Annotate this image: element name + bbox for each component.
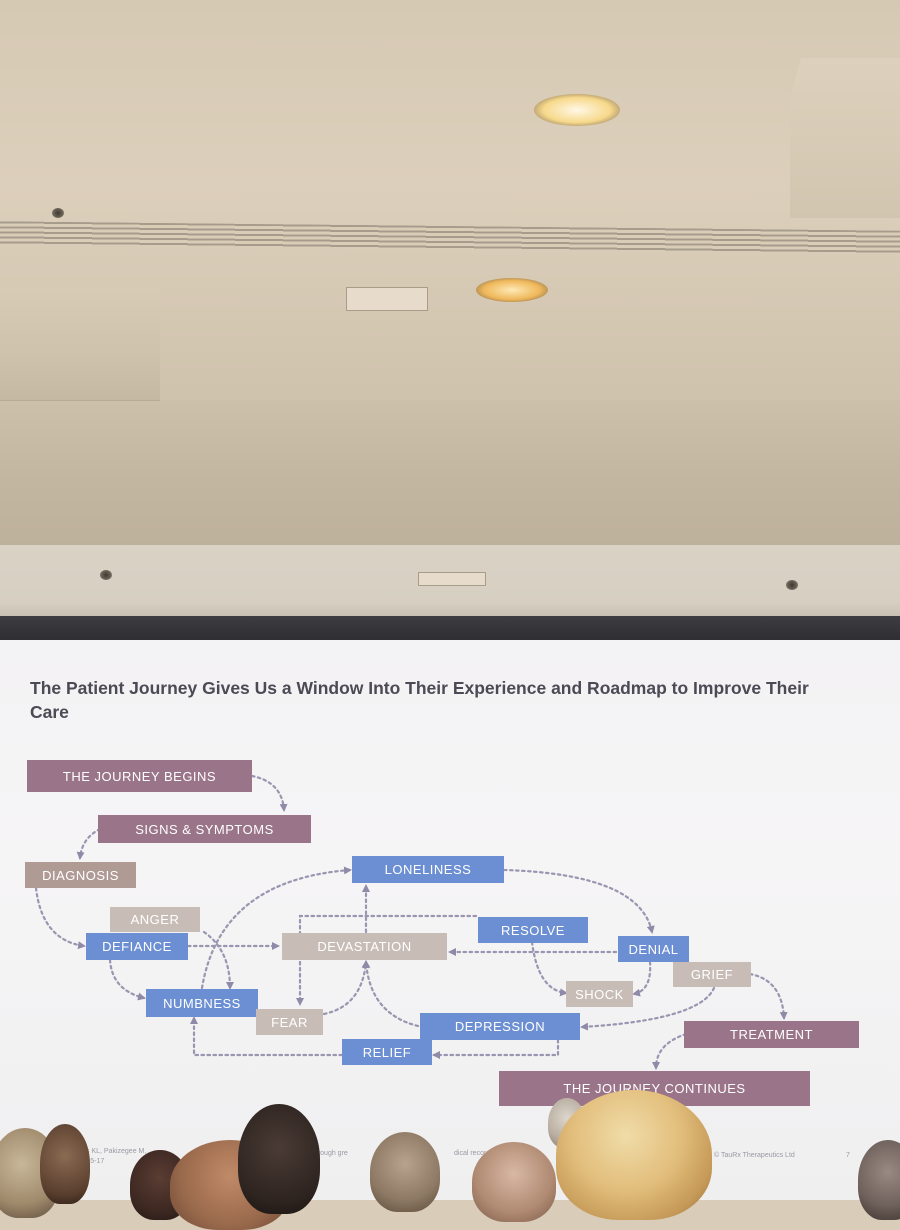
ceiling-panel bbox=[418, 572, 486, 586]
node-journey-begins: THE JOURNEY BEGINS bbox=[27, 760, 252, 792]
node-relief: RELIEF bbox=[342, 1039, 432, 1065]
sprinkler-icon bbox=[100, 570, 112, 580]
wall-band bbox=[0, 400, 900, 560]
node-anger: ANGER bbox=[110, 907, 200, 932]
arrow-signs-to-diagnosis bbox=[76, 827, 102, 860]
arrow-loneliness-to-denial bbox=[502, 868, 655, 934]
node-grief: GRIEF bbox=[673, 962, 751, 987]
node-treatment: TREATMENT bbox=[684, 1021, 859, 1048]
footnote-copyright: © TauRx Therapeutics Ltd bbox=[714, 1152, 795, 1159]
node-shock: SHOCK bbox=[566, 981, 633, 1007]
ceiling-light bbox=[534, 94, 620, 126]
projector-screen-bar bbox=[0, 545, 900, 627]
diagram-connectors bbox=[34, 774, 788, 1070]
sprinkler-icon bbox=[52, 208, 64, 218]
node-numbness: NUMBNESS bbox=[146, 989, 258, 1017]
arrow-fear-to-devastation bbox=[322, 960, 370, 1016]
ceiling-light bbox=[476, 278, 548, 302]
audience-head bbox=[238, 1104, 320, 1214]
arrow-resolve-to-shock bbox=[530, 940, 568, 997]
arrow-resolve-to-fear bbox=[296, 914, 478, 1006]
arrow-denial-to-shock bbox=[632, 960, 652, 997]
slide-page-number: 7 bbox=[846, 1152, 850, 1159]
ceiling-panel bbox=[346, 287, 428, 311]
arrow-treatment-to-continues bbox=[652, 1032, 688, 1070]
arrow-depression-to-devastation bbox=[362, 960, 420, 1028]
node-depression: DEPRESSION bbox=[420, 1013, 580, 1040]
node-denial: DENIAL bbox=[618, 936, 689, 962]
node-devastation: DEVASTATION bbox=[282, 933, 447, 960]
node-loneliness: LONELINESS bbox=[352, 856, 504, 883]
arrow-diagnosis-to-defiance bbox=[34, 886, 86, 950]
arrow-depression-to-relief bbox=[432, 1038, 560, 1059]
footnote-citation: hillips KL, Pakizegee M, bbox=[72, 1148, 147, 1155]
audience-head bbox=[370, 1132, 440, 1212]
ceiling-beam-right bbox=[790, 58, 900, 218]
node-resolve: RESOLVE bbox=[478, 917, 588, 943]
ceiling-beam-left bbox=[0, 288, 160, 401]
arrow-grief-to-depression bbox=[580, 986, 716, 1031]
node-fear: FEAR bbox=[256, 1009, 323, 1035]
footnote-citation-mid2: dical records and bbox=[454, 1150, 508, 1157]
node-diagnosis: DIAGNOSIS bbox=[25, 862, 136, 888]
audience-head bbox=[556, 1090, 712, 1220]
arrow-relief-to-numbness bbox=[190, 1016, 344, 1057]
sprinkler-icon bbox=[786, 580, 798, 590]
audience-head bbox=[472, 1142, 556, 1222]
arrow-begins-to-signs bbox=[250, 774, 288, 812]
arrow-grief-to-treatment bbox=[748, 972, 788, 1020]
slide-title: The Patient Journey Gives Us a Window In… bbox=[30, 678, 809, 722]
node-signs-symptoms: SIGNS & SYMPTOMS bbox=[98, 815, 311, 843]
arrow-numbness-to-loneliness bbox=[200, 866, 352, 990]
arrow-anger-to-numbness bbox=[202, 930, 234, 990]
footnote-citation-mid: through gre bbox=[312, 1150, 348, 1157]
audience-head bbox=[40, 1124, 90, 1204]
node-defiance: DEFIANCE bbox=[86, 933, 188, 960]
arrow-defiance-to-numbness bbox=[108, 958, 146, 1001]
